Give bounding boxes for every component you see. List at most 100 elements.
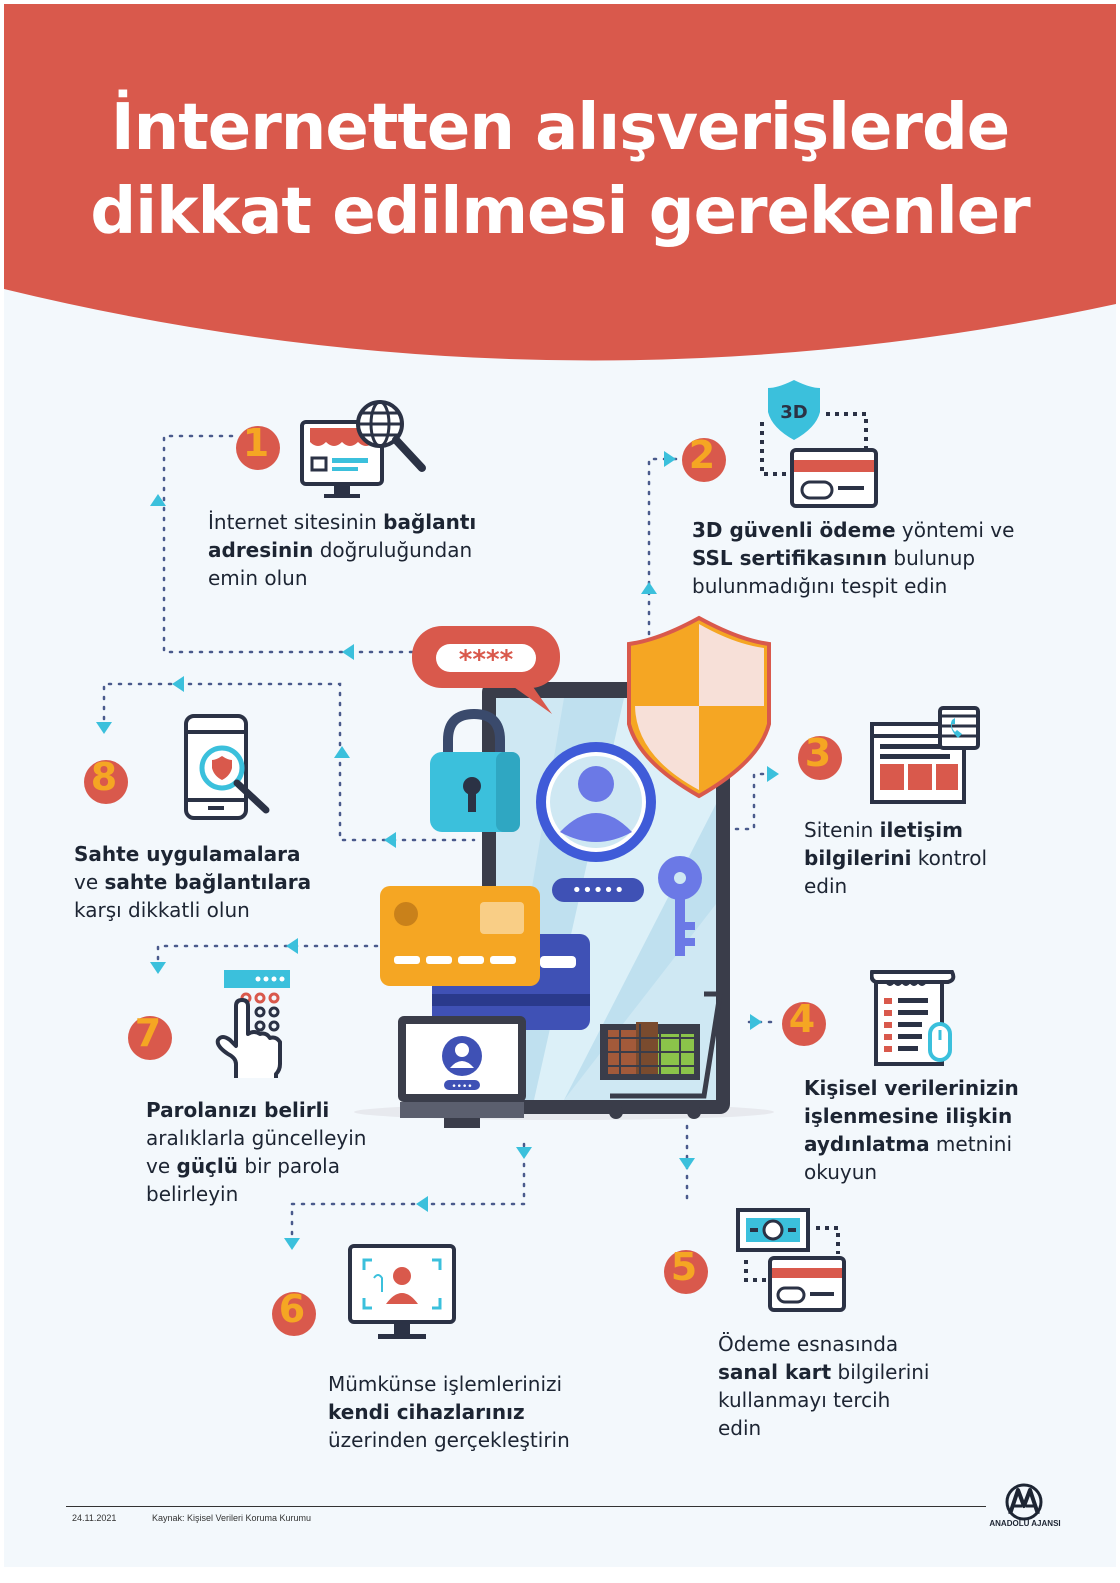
step-text-line: işlenmesine ilişkin bbox=[804, 1102, 1019, 1130]
receipt-document-icon bbox=[870, 970, 956, 1066]
step-text-line: kendi cihazlarınız bbox=[328, 1398, 570, 1426]
step-text-line: edin bbox=[718, 1414, 929, 1442]
monitor-user-icon bbox=[348, 1244, 456, 1339]
svg-text:3: 3 bbox=[805, 732, 831, 775]
central-illustration: ••••• **** bbox=[354, 615, 774, 1128]
step-text-line: Mümkünse işlemlerinizi bbox=[328, 1370, 570, 1398]
bold-text: SSL sertifikasının bbox=[692, 546, 888, 570]
step-text-line: üzerinden gerçekleştirin bbox=[328, 1426, 570, 1454]
text-run: ve bbox=[74, 870, 105, 894]
anadolu-ajansi-logo bbox=[1005, 1483, 1043, 1521]
step-1-number: 1 bbox=[236, 422, 280, 470]
text-run: bulunup bbox=[887, 546, 976, 570]
step-3-text: Sitenin iletişim bilgilerini kontrol edin bbox=[804, 816, 987, 900]
svg-text:6: 6 bbox=[279, 1288, 305, 1331]
text-run: edin bbox=[718, 1416, 762, 1440]
footer-date: 24.11.2021 bbox=[72, 1513, 117, 1523]
step-text-line: okuyun bbox=[804, 1158, 1019, 1186]
step-text-line: Sahte uygulamalara bbox=[74, 840, 311, 868]
logo-text: ANADOLU AJANSI bbox=[989, 1519, 1061, 1528]
title-line-1: İnternetten alışverişlerde bbox=[110, 91, 1010, 165]
text-run: üzerinden gerçekleştirin bbox=[328, 1428, 570, 1452]
step-text-line: karşı dikkatli olun bbox=[74, 896, 311, 924]
svg-text:3D: 3D bbox=[780, 402, 807, 423]
text-run: okuyun bbox=[804, 1160, 878, 1184]
bold-text: bilgilerini bbox=[804, 846, 912, 870]
keypad-hand-icon bbox=[215, 970, 290, 1078]
step-text-line: 3D güvenli ödeme yöntemi ve bbox=[692, 516, 1014, 544]
phone-shield-search-icon bbox=[184, 714, 270, 820]
step-5-number: 5 bbox=[664, 1246, 708, 1294]
svg-text:1: 1 bbox=[243, 422, 269, 465]
bold-text: kendi cihazlarınız bbox=[328, 1400, 525, 1424]
text-run: bulunmadığını tespit edin bbox=[692, 574, 948, 598]
bold-text: bağlantı bbox=[383, 510, 477, 534]
step-8-number: 8 bbox=[84, 756, 128, 804]
step-7-number: 7 bbox=[128, 1012, 172, 1060]
svg-text:7: 7 bbox=[135, 1012, 161, 1055]
text-run: Ödeme esnasında bbox=[718, 1332, 899, 1356]
text-run: aralıklarla güncelleyin bbox=[146, 1126, 367, 1150]
virtual-card-icon bbox=[736, 1208, 846, 1312]
step-text-line: aydınlatma metnini bbox=[804, 1130, 1019, 1158]
svg-text:2: 2 bbox=[689, 434, 715, 477]
step-7-text: Parolanızı belirli aralıklarla güncelleyi… bbox=[146, 1096, 366, 1208]
step-text-line: kullanmayı tercih bbox=[718, 1386, 929, 1414]
bold-text: sahte bağlantılara bbox=[104, 870, 312, 894]
step-5-text: Ödeme esnasında sanal kart bilgilerini kul… bbox=[718, 1330, 929, 1442]
step-text-line: bulunmadığını tespit edin bbox=[692, 572, 1014, 600]
text-run: metnini bbox=[929, 1132, 1013, 1156]
text-run: bir parola bbox=[238, 1154, 340, 1178]
svg-text:4: 4 bbox=[789, 998, 815, 1041]
step-text-line: SSL sertifikasının bulunup bbox=[692, 544, 1014, 572]
bold-text: işlenmesine ilişkin bbox=[804, 1104, 1013, 1128]
svg-text:5: 5 bbox=[671, 1246, 697, 1289]
step-text-line: ve güçlü bir parola bbox=[146, 1152, 366, 1180]
text-run: edin bbox=[804, 874, 848, 898]
bold-text: sanal kart bbox=[718, 1360, 832, 1384]
text-run: belirleyin bbox=[146, 1182, 239, 1206]
step-text-line: İnternet sitesinin bağlantı bbox=[208, 508, 476, 536]
bold-text: Parolanızı belirli bbox=[146, 1098, 330, 1122]
header-banner bbox=[4, 4, 1116, 361]
step-text-line: Parolanızı belirli bbox=[146, 1096, 366, 1124]
text-run: yöntemi ve bbox=[895, 518, 1015, 542]
bold-text: iletişim bbox=[879, 818, 963, 842]
bold-text: Kişisel verilerinizin bbox=[804, 1076, 1019, 1100]
bold-text: adresinin bbox=[208, 538, 314, 562]
globe-magnifier-icon bbox=[300, 400, 426, 498]
text-run: karşı dikkatli olun bbox=[74, 898, 250, 922]
3d-secure-card-icon: 3D bbox=[760, 380, 878, 508]
text-run: ve bbox=[146, 1154, 177, 1178]
step-2-number: 2 bbox=[682, 434, 726, 482]
contact-page-icon bbox=[870, 706, 980, 804]
step-text-line: aralıklarla güncelleyin bbox=[146, 1124, 366, 1152]
step-4-text: Kişisel verilerinizin işlenmesine ilişkin… bbox=[804, 1074, 1019, 1186]
text-run: emin olun bbox=[208, 566, 308, 590]
page-title: İnternetten alışverişlerde dikkat edilme… bbox=[4, 86, 1116, 254]
step-text-line: emin olun bbox=[208, 564, 476, 592]
text-run: kontrol bbox=[911, 846, 987, 870]
text-run: Sitenin bbox=[804, 818, 880, 842]
step-text-line: ve sahte bağlantılara bbox=[74, 868, 311, 896]
svg-text:8: 8 bbox=[91, 756, 117, 799]
svg-text:••••: •••• bbox=[451, 1082, 472, 1092]
text-run: doğruluğundan bbox=[313, 538, 473, 562]
bold-text: güçlü bbox=[176, 1154, 239, 1178]
step-4-number: 4 bbox=[782, 998, 826, 1046]
bold-text: Sahte uygulamalara bbox=[74, 842, 301, 866]
step-text-line: adresinin doğruluğundan bbox=[208, 536, 476, 564]
svg-text:****: **** bbox=[459, 645, 514, 675]
footer-divider bbox=[66, 1506, 986, 1507]
text-run: bilgilerini bbox=[831, 1360, 930, 1384]
text-run: İnternet sitesinin bbox=[208, 510, 384, 534]
title-line-2: dikkat edilmesi gerekenler bbox=[90, 175, 1030, 249]
svg-text:•••••: ••••• bbox=[571, 880, 624, 901]
text-run: kullanmayı tercih bbox=[718, 1388, 891, 1412]
step-text-line: belirleyin bbox=[146, 1180, 366, 1208]
bold-text: 3D güvenli ödeme bbox=[692, 518, 896, 542]
